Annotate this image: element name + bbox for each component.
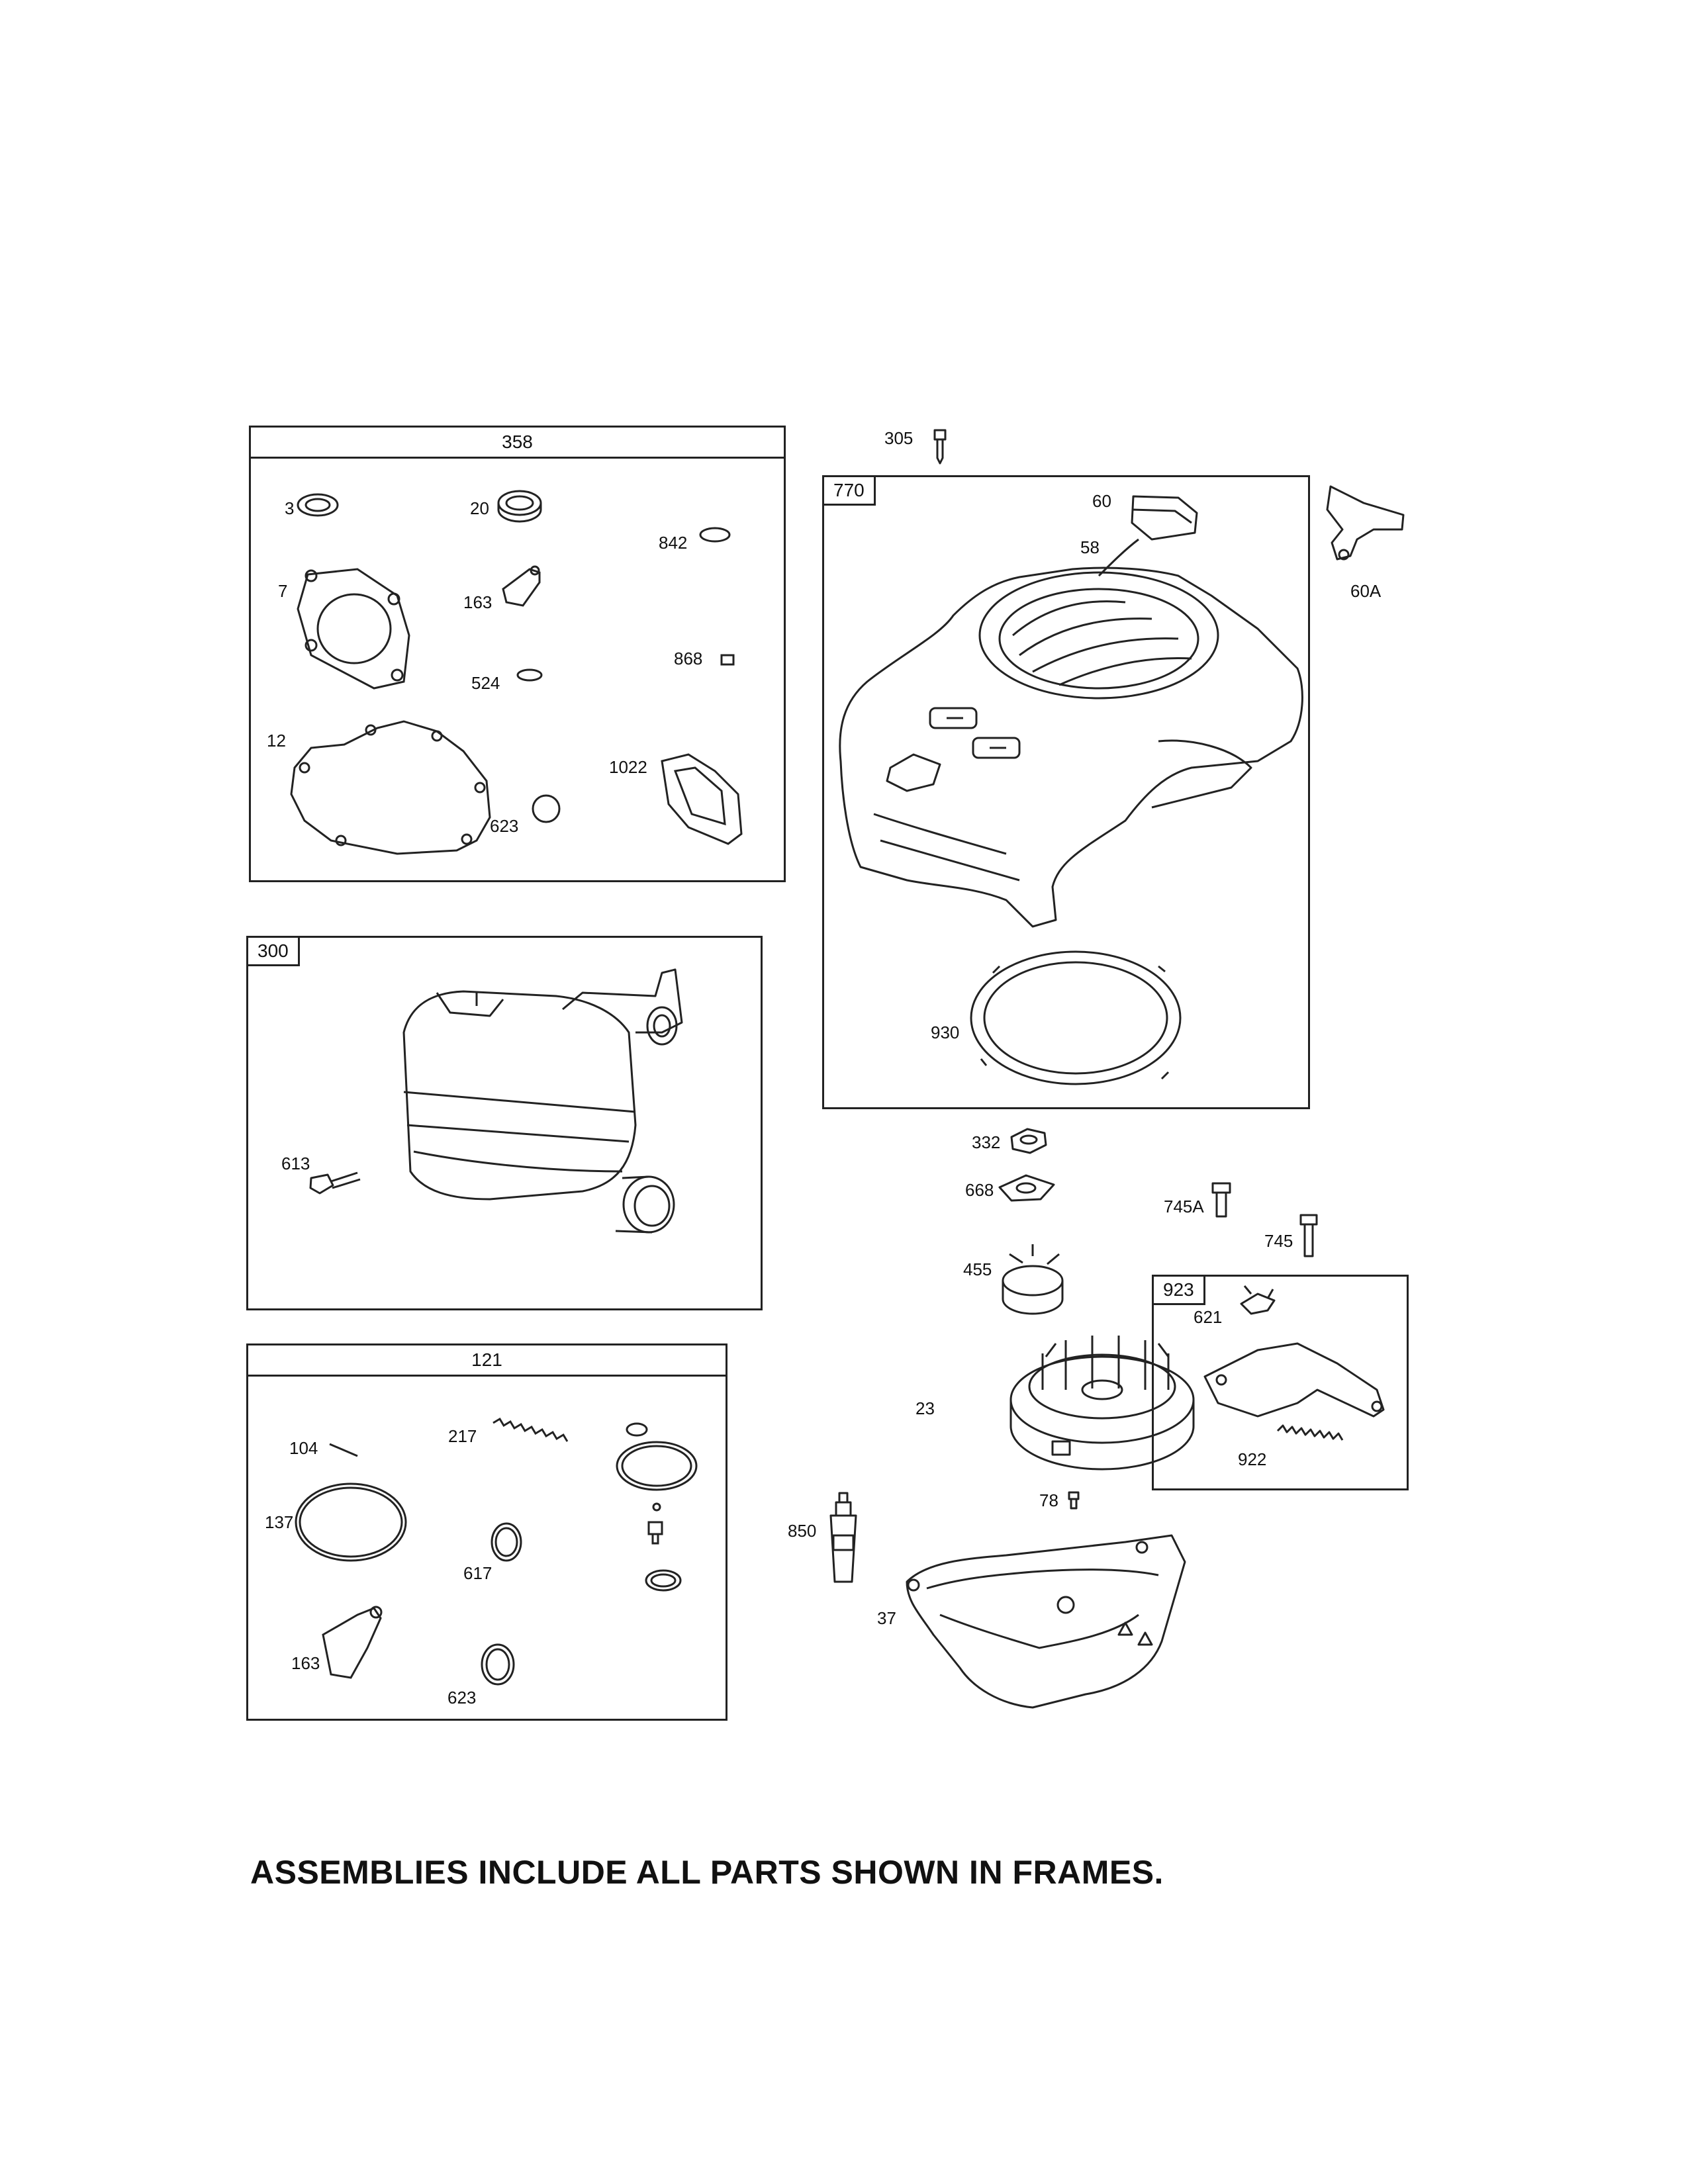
label-12: 12	[267, 731, 286, 751]
label-922: 922	[1238, 1449, 1267, 1469]
label-7: 7	[278, 581, 288, 601]
label-930: 930	[931, 1023, 960, 1042]
label-623-carb: 623	[447, 1688, 477, 1707]
label-60A: 60A	[1350, 581, 1382, 601]
label-305: 305	[884, 428, 914, 448]
label-1022: 1022	[609, 757, 647, 777]
frame-121-header: 121	[248, 1345, 726, 1377]
frame-770-blower-housing: 770	[822, 475, 1310, 1109]
label-137: 137	[265, 1512, 294, 1532]
label-850: 850	[788, 1521, 817, 1541]
label-613: 613	[281, 1154, 310, 1173]
frame-923-tag: 923	[1154, 1277, 1205, 1305]
label-163-carb: 163	[291, 1653, 320, 1673]
label-745: 745	[1264, 1231, 1293, 1251]
frame-358-header: 358	[251, 428, 784, 459]
label-332: 332	[972, 1132, 1001, 1152]
label-163-gasket: 163	[463, 592, 492, 612]
label-668: 668	[965, 1180, 994, 1200]
frame-121-title: 121	[471, 1349, 502, 1370]
label-217: 217	[448, 1426, 477, 1446]
frame-358-gasket-set: 358	[249, 426, 786, 882]
label-104: 104	[289, 1438, 318, 1458]
label-868: 868	[674, 649, 703, 668]
label-524: 524	[471, 673, 500, 693]
label-842: 842	[659, 533, 688, 553]
label-23: 23	[915, 1398, 935, 1418]
label-455: 455	[963, 1259, 992, 1279]
frame-121-carburetor-kit: 121	[246, 1343, 727, 1721]
label-78: 78	[1039, 1490, 1058, 1510]
assembly-note: ASSEMBLIES INCLUDE ALL PARTS SHOWN IN FR…	[250, 1854, 1164, 1891]
frame-300-tag: 300	[248, 938, 300, 966]
frame-358-title: 358	[502, 432, 533, 452]
frame-770-tag: 770	[824, 477, 876, 506]
label-58: 58	[1080, 537, 1100, 557]
label-60: 60	[1092, 491, 1111, 511]
label-623-gasket: 623	[490, 816, 519, 836]
label-3: 3	[285, 498, 295, 518]
label-621: 621	[1194, 1307, 1223, 1327]
label-37: 37	[877, 1608, 896, 1628]
label-20: 20	[470, 498, 489, 518]
frame-923-control-bracket: 923	[1152, 1275, 1409, 1490]
frame-300-muffler: 300	[246, 936, 763, 1310]
label-617: 617	[463, 1563, 492, 1583]
label-745A: 745A	[1164, 1197, 1204, 1216]
